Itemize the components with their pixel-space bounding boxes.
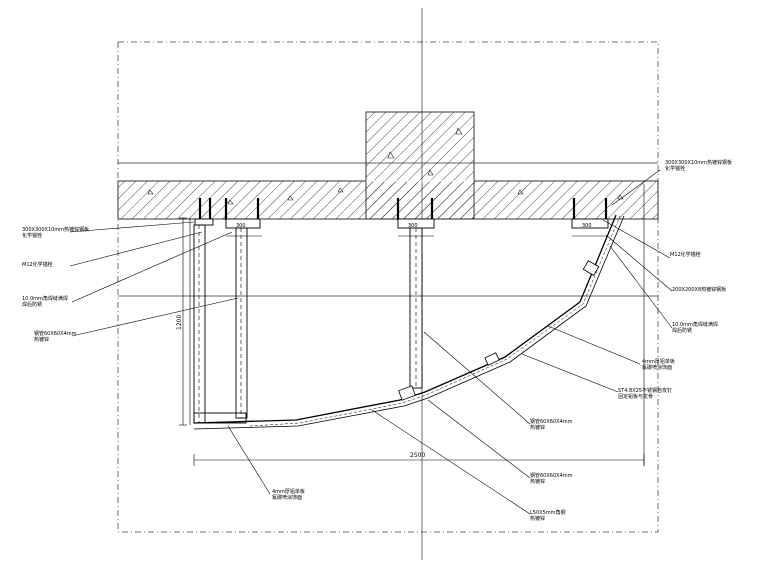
callout-bottom-panel: 4mm厚铝单板氟碳喷涂饰面: [272, 489, 305, 501]
anchor-bolts: [198, 198, 608, 220]
callout-left-plate: 300X300X10mm热镀锌钢板化学锚栓: [22, 227, 90, 239]
callout-angle-steel: L50X5mm角钢热镀锌: [530, 510, 566, 522]
dim-plate-left: 300: [236, 223, 246, 229]
steel-tubes: [193, 224, 423, 424]
callout-right-bolt: M12化学锚栓: [670, 252, 701, 258]
aluminum-panel: [193, 214, 625, 430]
bottom-tube: [193, 412, 247, 424]
callout-top-right-plate: 300X300X10mm热镀锌钢板化学锚栓: [665, 160, 733, 172]
drawing-frame: [117, 41, 659, 533]
dim-plate-right: 300: [582, 223, 592, 229]
dim-overall-height: 1200: [176, 314, 183, 330]
callout-right-keel: ST4.8X25不锈钢自攻钉固定铝板与龙骨: [618, 388, 672, 400]
callout-right-panel: 4mm厚铝单板氟碳喷涂饰面: [642, 359, 675, 371]
callout-right-plate-small: 200X200X8热镀锌钢板: [672, 287, 727, 293]
panel-joints: [398, 260, 600, 401]
callout-left-bolt: M12化学锚栓: [22, 262, 53, 268]
leader-lines: [69, 169, 673, 515]
tube-dashes: [198, 225, 417, 423]
anchor-plates: [194, 218, 609, 229]
dim-plate-mid: 300: [408, 223, 418, 229]
callout-left-weld: 10.0mm角焊缝满焊焊后防锈: [22, 296, 68, 308]
callout-right-weld: 10.0mm角焊缝满焊焊后防锈: [672, 322, 718, 334]
dim-overall-width: 2500: [410, 452, 426, 459]
dimension-lines: [179, 184, 645, 466]
